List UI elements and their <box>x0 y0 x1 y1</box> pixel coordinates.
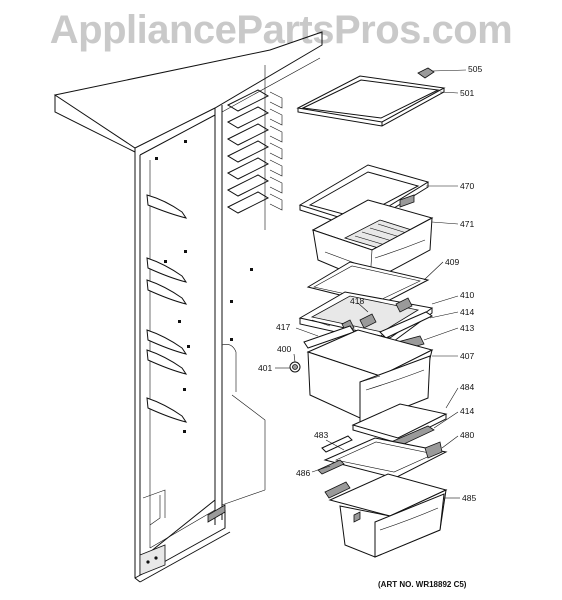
part-400-401-control-knob <box>289 361 301 373</box>
shelf-rails-left <box>146 194 188 423</box>
callout-417: 417 <box>276 322 291 332</box>
part-480-drawer-frame <box>323 437 448 479</box>
callout-501: 501 <box>460 88 475 98</box>
callout-409: 409 <box>445 257 460 267</box>
callout-483: 483 <box>314 430 329 440</box>
part-505-shelf-clip <box>417 67 435 79</box>
part-485-meat-pan <box>324 473 448 558</box>
part-501-glass-shelf <box>296 75 446 127</box>
callout-418: 418 <box>350 296 365 306</box>
leader-lines <box>275 69 467 499</box>
callout-407: 407 <box>460 351 475 361</box>
watermark-logo: AppliancePartsPros.com <box>49 8 513 52</box>
callout-471: 471 <box>460 219 475 229</box>
art-number: (ART NO. WR18892 C5) <box>378 580 467 589</box>
part-486-rail <box>317 459 345 475</box>
refrigerator-cabinet <box>53 31 323 583</box>
mounting-holes <box>155 140 253 433</box>
callout-480: 480 <box>460 430 475 440</box>
callout-410: 410 <box>460 290 475 300</box>
callout-400: 400 <box>277 344 292 354</box>
callout-505: 505 <box>468 64 483 74</box>
callout-484: 484 <box>460 382 475 392</box>
callout-401: 401 <box>258 363 273 373</box>
callout-414-lower: 414 <box>460 406 475 416</box>
part-407-crisper-drawer <box>306 329 434 426</box>
callout-414-upper: 414 <box>460 307 475 317</box>
callout-485: 485 <box>462 493 477 503</box>
callout-470: 470 <box>460 181 475 191</box>
part-414-rail-upper <box>379 311 434 339</box>
callout-413: 413 <box>460 323 475 333</box>
shelf-ribs-back <box>226 89 283 214</box>
callout-486: 486 <box>296 468 311 478</box>
part-483-rail <box>321 435 353 453</box>
